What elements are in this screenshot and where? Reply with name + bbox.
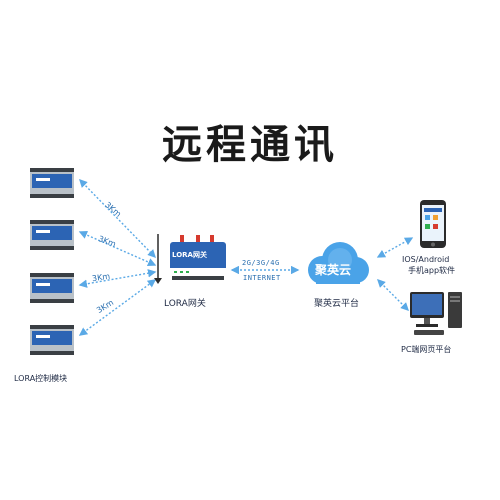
link-arrow-4	[78, 279, 157, 336]
cloud-text: 聚英云	[315, 263, 352, 277]
phone-label-line2: 手机app软件	[408, 266, 456, 275]
cloud-icon	[308, 242, 369, 284]
lora-control-module-1	[30, 168, 74, 198]
desktop-pc-icon	[410, 292, 462, 335]
gateway-device-text: LORA网关	[172, 251, 207, 259]
phone-arrow	[376, 237, 414, 258]
smartphone-icon	[420, 200, 446, 248]
link-arrow-2	[78, 230, 157, 267]
link-arrow-1	[79, 178, 156, 259]
network-medium-label: INTERNET	[243, 274, 281, 282]
phone-label-line1: IOS/Android	[402, 255, 450, 264]
lora-control-module-4	[30, 325, 74, 355]
lora-gateway-device	[154, 234, 226, 284]
gateway-label: LORA网关	[164, 299, 206, 309]
network-protocols-label: 2G/3G/4G	[242, 259, 280, 267]
page-title: 远程通讯	[162, 122, 338, 168]
lora-control-module-2	[30, 220, 74, 250]
cloud-platform-label: 聚英云平台	[314, 299, 360, 309]
pc-label: PC端网页平台	[401, 345, 452, 354]
lora-control-module-3	[30, 273, 74, 303]
lora-module-label: LORA控制模块	[14, 374, 68, 383]
pc-arrow	[377, 279, 409, 311]
